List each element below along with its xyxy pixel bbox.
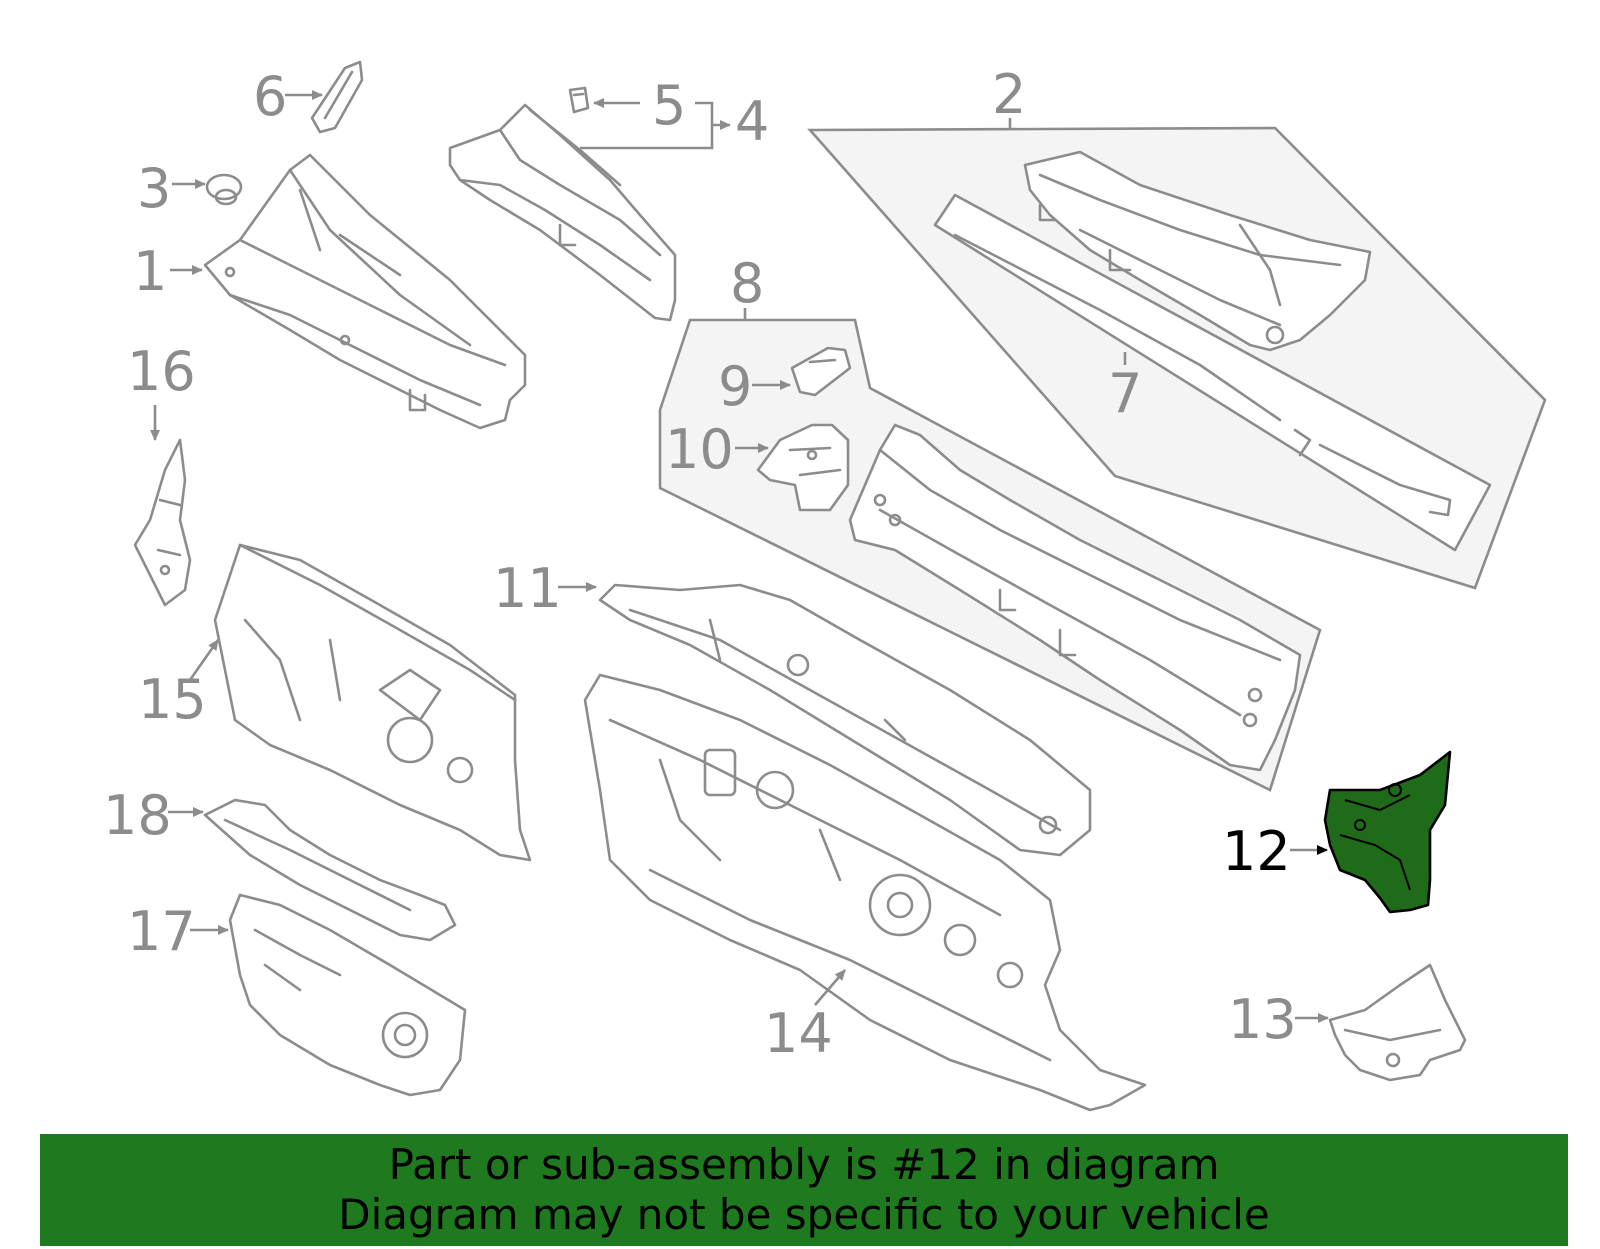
leader-14 [814, 969, 846, 1006]
callout-4[interactable]: 4 [735, 90, 769, 153]
callout-17[interactable]: 17 [127, 900, 196, 963]
part-16-bracket[interactable] [133, 438, 192, 607]
part-2-cowl-top[interactable] [1023, 150, 1372, 352]
callout-16[interactable]: 16 [127, 340, 196, 403]
part-5-nut[interactable] [568, 86, 590, 114]
callout-12[interactable]: 12 [1222, 820, 1291, 883]
part-13-lower-bracket[interactable] [1328, 963, 1467, 1082]
part-12-bracket-highlighted[interactable] [1323, 750, 1452, 914]
part-10-bracket[interactable] [756, 423, 850, 512]
leader-lines [150, 90, 1329, 1023]
callout-labels: 1 2 3 4 5 6 7 8 9 10 11 12 13 14 15 16 1… [103, 63, 1297, 1065]
part-7-weatherstrip[interactable] [933, 193, 1492, 552]
part-8-upper-dash-panel[interactable] [848, 423, 1302, 772]
banner-line-1: Part or sub-assembly is #12 in diagram [388, 1140, 1220, 1189]
callout-18[interactable]: 18 [103, 784, 172, 847]
callout-11[interactable]: 11 [493, 557, 562, 620]
part-15-dash-insulator[interactable] [213, 543, 532, 862]
callout-9[interactable]: 9 [718, 355, 752, 418]
part-1-cowl-panel[interactable] [203, 153, 527, 430]
part-18-insulator-strip[interactable] [203, 798, 457, 942]
callout-6[interactable]: 6 [253, 65, 287, 128]
info-banner: Part or sub-assembly is #12 in diagram D… [40, 1134, 1568, 1246]
leader-15 [188, 639, 220, 681]
part-17-lower-insulator[interactable] [228, 893, 467, 1097]
callout-3[interactable]: 3 [137, 157, 171, 220]
callout-1[interactable]: 1 [133, 240, 167, 303]
callout-8[interactable]: 8 [730, 252, 764, 315]
part-3-plug[interactable] [205, 173, 243, 206]
callout-7[interactable]: 7 [1108, 362, 1142, 425]
leader-4-bracket [580, 101, 730, 150]
part-4-cowl-extension[interactable] [448, 103, 677, 322]
callout-14[interactable]: 14 [764, 1002, 833, 1065]
banner-line-2: Diagram may not be specific to your vehi… [338, 1190, 1270, 1239]
callout-5[interactable]: 5 [652, 74, 686, 137]
part-9-bracket[interactable] [790, 346, 852, 397]
part-6-clip[interactable] [310, 60, 364, 134]
part-14-dash-panel[interactable] [583, 673, 1147, 1112]
callout-10[interactable]: 10 [665, 418, 734, 481]
callout-2[interactable]: 2 [992, 63, 1026, 126]
part-11-cross-member[interactable] [598, 583, 1092, 857]
callout-15[interactable]: 15 [138, 668, 207, 731]
callout-13[interactable]: 13 [1228, 988, 1297, 1051]
